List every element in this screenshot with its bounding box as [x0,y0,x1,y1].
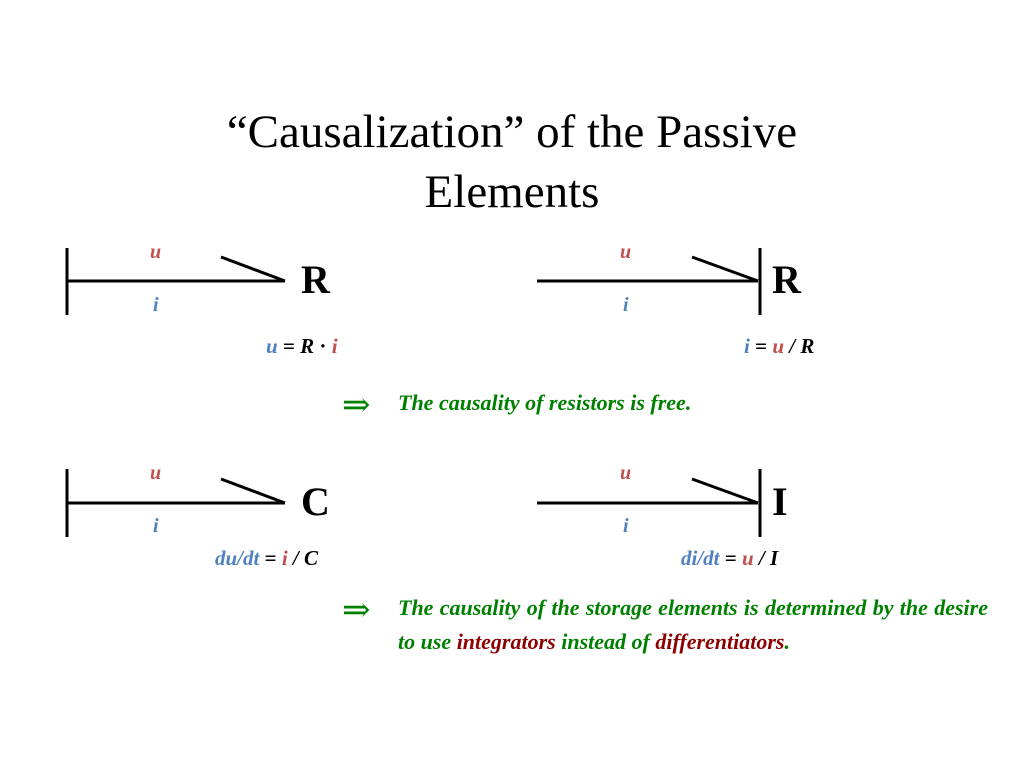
bond-r-right [537,248,762,315]
effort-label: u [620,462,632,484]
highlight-differentiators: differentiators [655,629,785,654]
bond-i-right [537,469,762,537]
element-label: I [772,479,788,524]
title-line-1: “Causalization” of the Passive [226,106,798,158]
implies-arrow-icon: ⇒ [342,592,371,629]
highlight-integrators: integrators [456,629,556,654]
element-label: R [772,257,801,302]
element-label: R [301,257,330,302]
bond-c-left [65,469,286,537]
half-arrow [691,255,759,283]
flow-label: i [623,515,629,537]
equation-resistor-left: u = R · i [266,334,338,358]
half-arrow [220,255,286,283]
flow-label: i [623,294,629,316]
effort-label: u [620,241,632,263]
half-arrow [691,477,759,505]
equation-resistor-right: i = u / R [744,334,815,358]
flow-label: i [153,515,159,537]
equation-inductor: di/dt = u / I [681,546,779,570]
equation-capacitor: du/dt = i / C [215,546,319,570]
element-label: C [301,479,330,524]
bond-r-left [65,248,286,315]
note-storage-elements: The causality of the storage elements is… [398,595,988,654]
flow-label: i [153,294,159,316]
effort-label: u [150,241,162,263]
half-arrow [220,477,286,505]
title-line-2: Elements [424,166,600,218]
implies-arrow-icon: ⇒ [342,387,371,424]
effort-label: u [150,462,162,484]
note-resistors: The causality of resistors is free. [398,390,692,415]
slide-title: “Causalization” of the Passive Elements [0,102,1024,222]
